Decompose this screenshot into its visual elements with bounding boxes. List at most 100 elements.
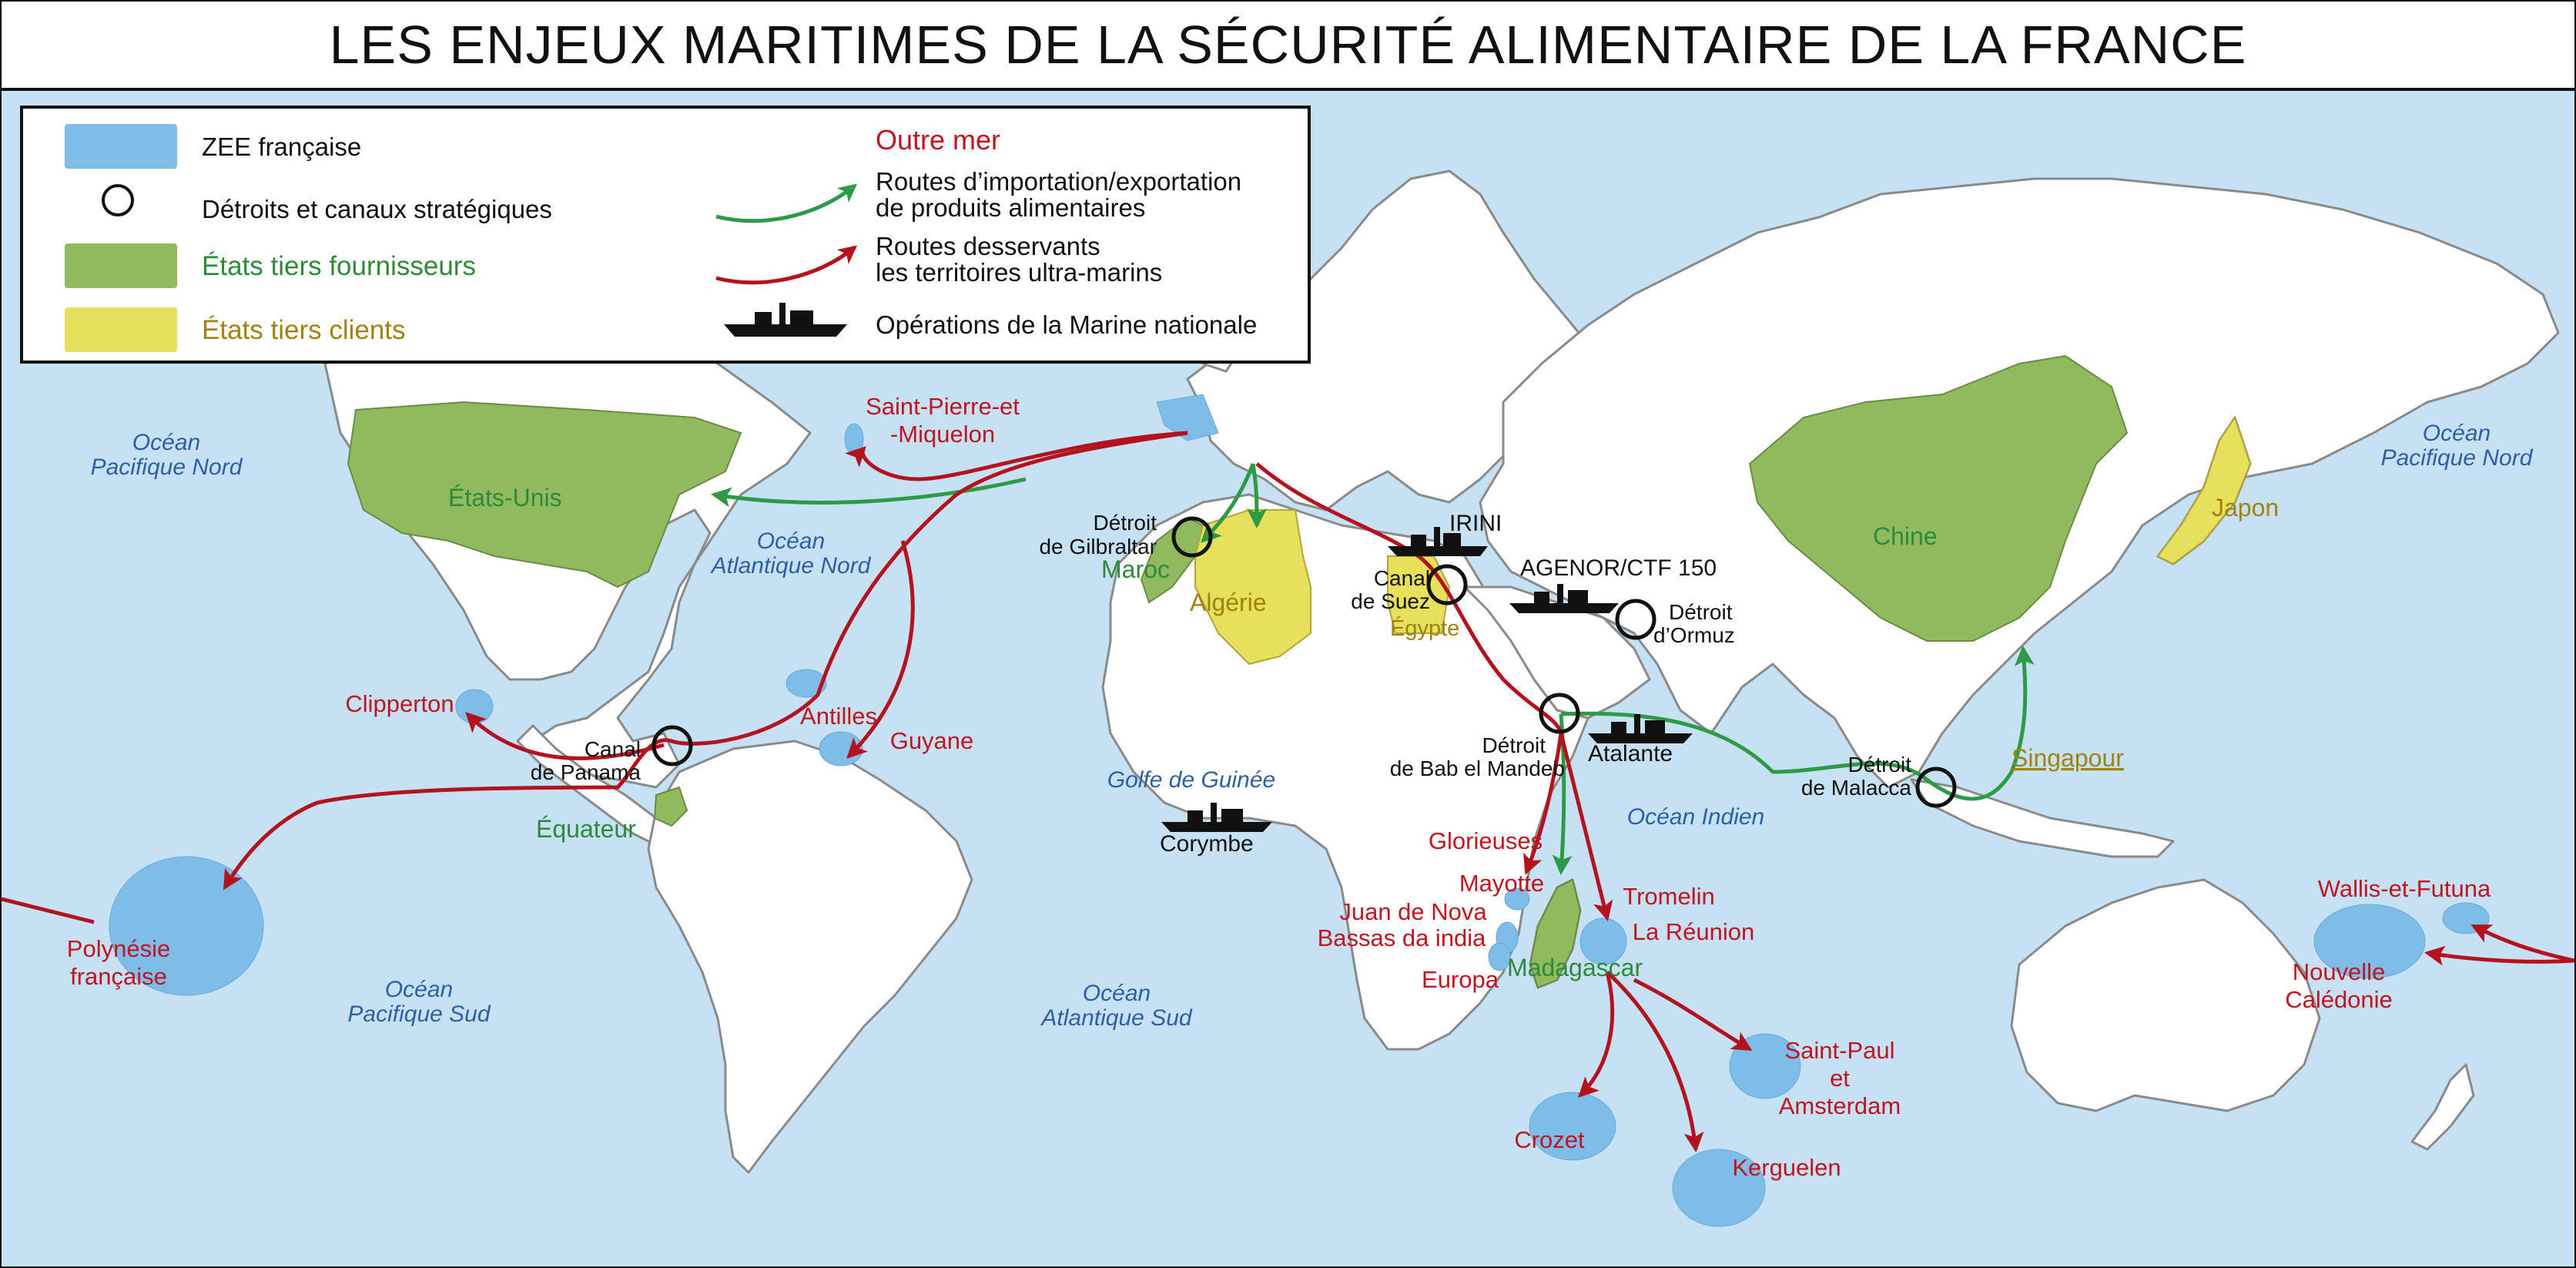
legend-strait-icon [102, 184, 134, 216]
supplier-countries [347, 354, 2129, 989]
route-polynesia-west [2, 897, 95, 924]
strait-bab-el-mandeb-circle [1539, 693, 1580, 734]
strait-panama-circle [652, 725, 693, 767]
legend-overseas-route-line1: Routes desservants [876, 232, 1100, 260]
client-countries [1194, 415, 2252, 666]
south-america [647, 740, 973, 1174]
route-crozet [1578, 971, 1615, 1098]
ocean-label: Pacifique Sud [347, 1001, 491, 1027]
route-glorieuses [1523, 733, 1563, 875]
legend-import-route-line1: Routes d’importation/exportation [876, 167, 1242, 196]
ocean-label: Océan [385, 977, 453, 1002]
legend-straits-label: Détroits et canaux stratégiques [202, 195, 552, 223]
route-suez [1255, 462, 1563, 734]
overseas-label: -Miquelon [890, 421, 995, 448]
legend-outre-mer-title: Outre mer [876, 124, 1001, 156]
strait-label: de Bab el Mandeb [1390, 756, 1565, 780]
overseas-label: Polynésie [67, 935, 170, 962]
map-title: LES ENJEUX MARITIMES DE LA SÉCURITÉ ALIM… [329, 15, 2247, 75]
country-label-algeria: Algérie [1190, 589, 1267, 616]
ocean-label: Océan [1083, 981, 1151, 1006]
new-zealand [2410, 1063, 2475, 1151]
strait-label: Détroit [1848, 753, 1912, 777]
legend-suppliers-label: États tiers fournisseurs [202, 251, 476, 281]
overseas-label: Nouvelle [2293, 958, 2386, 985]
japan-shape [2156, 415, 2252, 565]
strait-label: Détroit [1482, 733, 1546, 757]
strait-label: de Malacca [1801, 776, 1912, 800]
overseas-labels: Saint-Pierre-et -Miquelon Clipperton Ant… [67, 393, 2491, 1181]
route-antilles [846, 540, 915, 759]
country-label-egypt: Égypte [1390, 616, 1459, 641]
legend-overseas-route-line2: les territoires ultra-marins [876, 258, 1163, 287]
country-label-morocco: Maroc [1101, 555, 1170, 583]
madagascar-shape [1529, 878, 1582, 989]
overseas-label: Crozet [1514, 1126, 1585, 1153]
zee-nouvelle-caledonie [2313, 904, 2426, 979]
route-reunion [1559, 733, 1613, 921]
overseas-label: Bassas da india [1318, 924, 1487, 951]
overseas-label: Juan de Nova [1339, 898, 1487, 925]
route-pacific [2470, 924, 2574, 963]
import-routes [711, 463, 2035, 875]
country-label-usa: États-Unis [448, 484, 562, 512]
legend: ZEE française Détroits et canaux stratég… [20, 106, 1311, 364]
zee-kerguelen [1672, 1149, 1766, 1227]
overseas-label: Amsterdam [1779, 1092, 1901, 1119]
strait-gibraltar-circle [1171, 516, 1213, 558]
overseas-label: Clipperton [345, 690, 454, 717]
strait-label: Canal [1374, 566, 1430, 590]
ocean-label: Atlantique Nord [710, 553, 872, 579]
strait-label: d’Ormuz [1653, 623, 1735, 647]
warship-icon [724, 303, 847, 337]
overseas-label: Saint-Paul [1784, 1037, 1894, 1064]
warship-icon [1388, 527, 1488, 556]
legend-clients-label: États tiers clients [202, 315, 406, 345]
strait-label: de Panama [531, 760, 641, 784]
legend-swatch-clients [65, 307, 177, 352]
zee-polynesie [109, 856, 264, 996]
overseas-label: Tromelin [1623, 883, 1714, 910]
ocean-label: Océan [132, 430, 200, 455]
ocean-label: Pacifique Nord [2381, 445, 2534, 471]
zee-france [1156, 394, 1219, 441]
strait-labels: Détroit de Gilbraltar Canal de Suez Détr… [531, 511, 1912, 800]
route-asia [1560, 646, 2035, 801]
route-saint-paul [1633, 978, 1753, 1052]
route-spm [845, 431, 1188, 481]
operation-irini-label: IRINI [1449, 511, 1502, 536]
overseas-label: et [1830, 1065, 1850, 1092]
ocean-labels: Océan Pacifique Nord Océan Atlantique No… [91, 421, 2534, 1031]
country-label-china: Chine [1873, 522, 1938, 550]
zee-crozet [1529, 1092, 1616, 1161]
route-france-usa [711, 477, 1027, 508]
strait-ormuz-circle [1615, 599, 1656, 640]
overseas-label: Kerguelen [1732, 1154, 1841, 1181]
ocean-label: Golfe de Guinée [1107, 767, 1275, 793]
zee-mayotte [1504, 887, 1530, 911]
legend-overseas-route-arrow [715, 245, 858, 285]
australia [2010, 878, 2321, 1112]
operation-agenor-label: AGENOR/CTF 150 [1520, 555, 1717, 581]
ecuador-shape [653, 786, 688, 827]
strait-label: Détroit [1669, 600, 1733, 624]
ocean-label: Océan [757, 528, 825, 554]
ocean-label: Océan Indien [1627, 804, 1764, 830]
zee-zones [109, 394, 2490, 1227]
overseas-label: Glorieuses [1429, 827, 1543, 854]
route-clipperton [465, 712, 665, 760]
country-label-singapore: Singapour [2012, 744, 2124, 772]
legend-zee-label: ZEE française [202, 133, 362, 161]
country-label-ecuador: Équateur [536, 815, 636, 843]
overseas-label: La Réunion [1633, 918, 1755, 945]
country-label-japan: Japon [2212, 494, 2279, 522]
algeria-shape [1194, 509, 1311, 666]
ocean-label: Pacifique Nord [91, 455, 243, 480]
country-label-madagascar: Madagascar [1507, 954, 1643, 981]
route-kerguelen [1606, 971, 1704, 1152]
route-algeria [1246, 463, 1267, 528]
client-labels: Égypte Algérie Japon Singapour [1190, 494, 2279, 772]
overseas-label: Saint-Pierre-et [866, 393, 1020, 420]
ocean-label: Atlantique Sud [1040, 1005, 1192, 1031]
operation-labels: IRINI AGENOR/CTF 150 Atalante Corymbe [1160, 511, 1717, 857]
